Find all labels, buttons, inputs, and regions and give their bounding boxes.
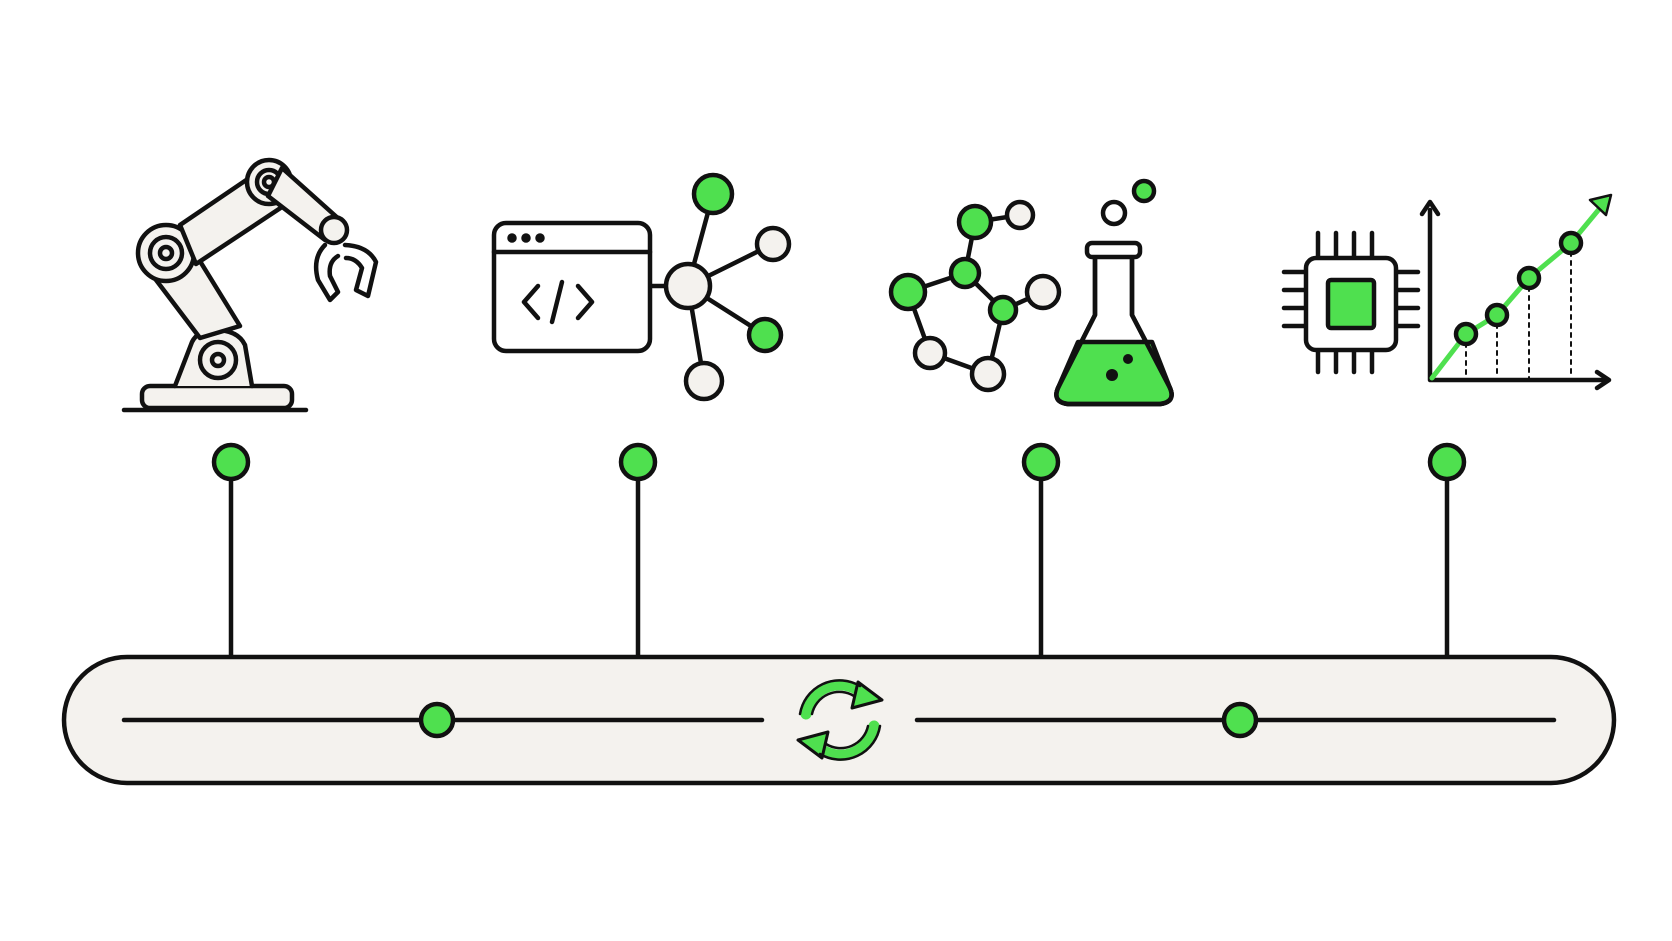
connector-science — [1021, 442, 1061, 658]
chip-growth-chart-icon — [1281, 193, 1613, 391]
connector-robotics — [211, 442, 251, 658]
robotic-arm-icon — [121, 157, 379, 413]
hub-bar — [61, 654, 1617, 786]
molecule-flask-icon — [888, 178, 1174, 407]
refresh-cycle-icon — [796, 679, 884, 761]
hub-marker-right — [1221, 701, 1259, 739]
code-window-network-icon — [491, 172, 792, 402]
connector-software — [618, 442, 658, 658]
connector-computing — [1427, 442, 1467, 658]
hub-marker-left — [418, 701, 456, 739]
